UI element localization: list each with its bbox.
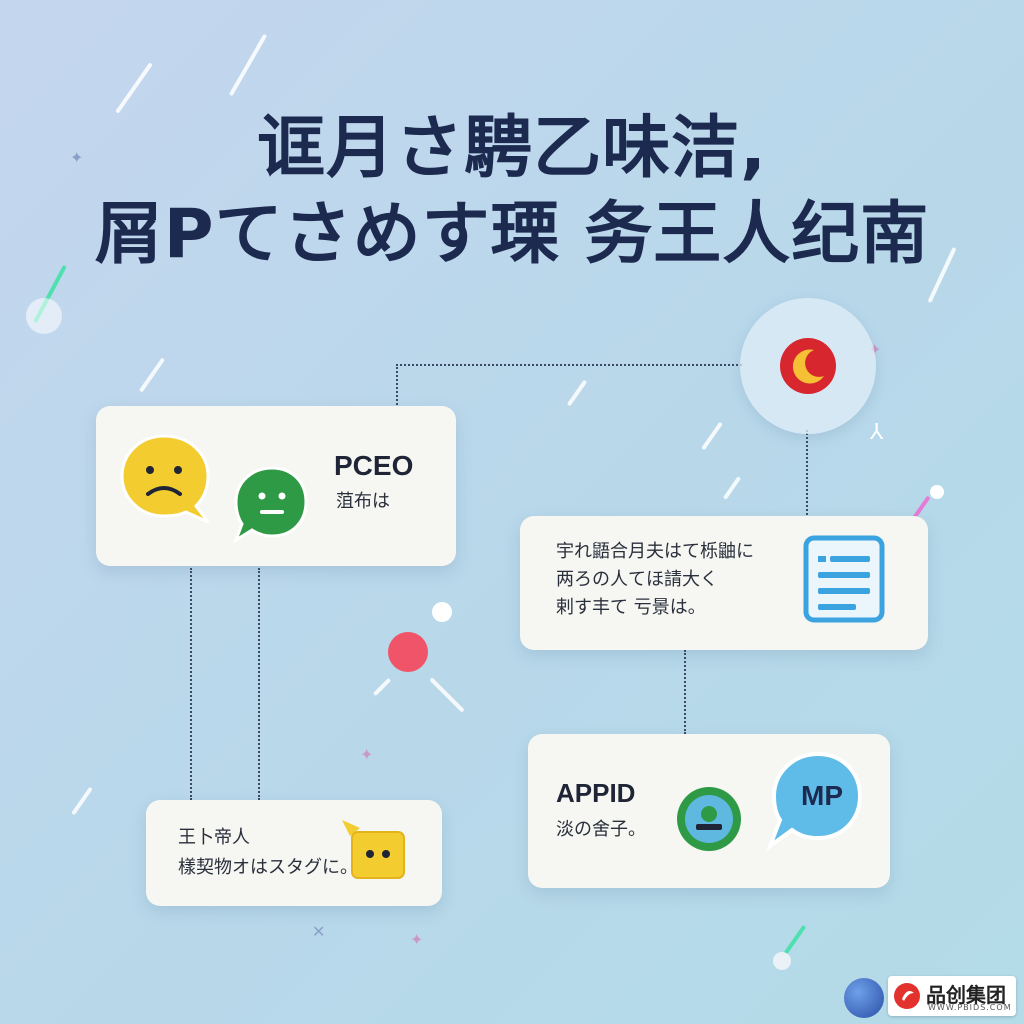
sparkle-icon: ✦ — [410, 930, 424, 949]
card-text-line: 两ろの人てほ請大く — [556, 569, 718, 590]
decor-dot — [432, 602, 452, 622]
decor-streak — [701, 421, 723, 451]
sparkle-icon: ✦ — [360, 745, 374, 764]
connector-line — [258, 568, 260, 800]
card-document: 宇れ鼯合月夫はて栎鼬に 两ろの人てほ請大く 剌す丰て 亏景は。 — [520, 516, 928, 650]
decor-streak — [722, 476, 742, 500]
card-text-line: 王卜帝人 — [178, 827, 250, 848]
card-appid: APPID 淡の舍子。 MP — [528, 734, 890, 888]
watermark-url: WWW.PBIDS.COM — [928, 1003, 1012, 1012]
decor-dot — [930, 485, 944, 499]
connector-line — [396, 364, 742, 366]
decor-streak — [228, 33, 268, 97]
card-subtext: 淡の舍子。 — [556, 819, 646, 840]
moon-node — [740, 298, 876, 434]
connector-line — [396, 364, 398, 408]
card-label: APPID — [556, 778, 636, 808]
decor-streak — [372, 677, 392, 697]
decor-streak — [429, 677, 465, 713]
document-icon — [803, 535, 885, 623]
robot-face-icon — [342, 820, 405, 879]
card-pceo: PCEO 菹布は — [96, 406, 456, 566]
connector-line — [190, 568, 192, 800]
decor-dot — [773, 952, 791, 970]
card-text-line: 剌す丰て 亏景は。 — [556, 597, 706, 618]
sparkle-icon: ✦ — [70, 148, 84, 167]
decor-dot — [388, 632, 428, 672]
watermark-brand: 品创集团 — [926, 983, 1006, 1007]
decor-streak — [566, 379, 588, 407]
title-line-1: 诓月さ騁乙味洁, — [257, 109, 767, 188]
moon-icon — [780, 338, 836, 394]
decor-streak — [71, 786, 93, 816]
sparkle-icon: ✕ — [312, 922, 326, 941]
speech-bubble-icon — [765, 751, 863, 852]
connector-line — [806, 430, 808, 518]
decor-streak — [138, 357, 166, 393]
card-text-line: 宇れ鼯合月夫はて栎鼬に — [556, 541, 754, 562]
brand-logo-icon — [894, 983, 920, 1009]
bubble-label: MP — [801, 780, 843, 811]
watermark-logo: 品创集团 WWW.PBIDS.COM — [888, 976, 1016, 1016]
card-label: PCEO — [334, 450, 414, 481]
neutral-face-speech-bubble-icon — [233, 466, 308, 544]
card-text-line: 樣契物オはスタグに。 — [178, 857, 358, 878]
sad-face-speech-bubble-icon — [120, 434, 210, 524]
connector-line — [684, 650, 686, 734]
title-line-2: 屑Pてさめす瑮 务王人纪南 — [94, 195, 930, 274]
card-robot: 王卜帝人 樣契物オはスタグに。 — [146, 800, 442, 906]
card-subtext: 菹布は — [336, 491, 390, 512]
sparkle-icon: ⅄ — [870, 420, 884, 445]
globe-icon — [677, 787, 741, 851]
globe-puzzle-logo — [844, 978, 884, 1018]
decor-dot — [26, 298, 62, 334]
